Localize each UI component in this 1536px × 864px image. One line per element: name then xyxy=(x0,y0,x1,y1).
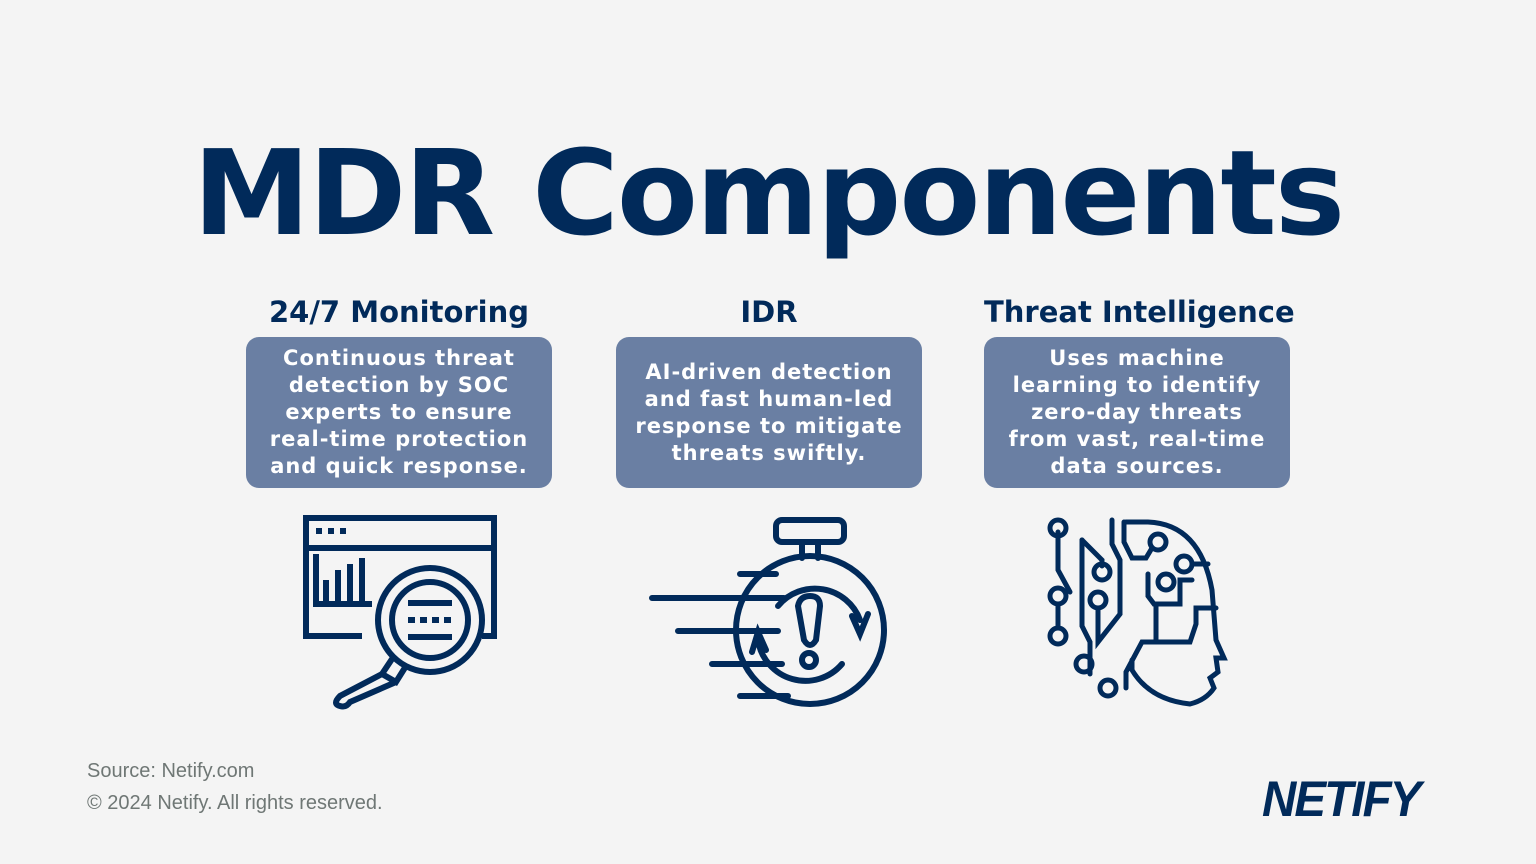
component-description: Uses machine learning to identify zero-d… xyxy=(984,337,1290,488)
component-idr: IDR AI-driven detection and fast human-l… xyxy=(616,292,922,488)
copyright-text: © 2024 Netify. All rights reserved. xyxy=(87,792,383,814)
stopwatch-alert-icon xyxy=(649,517,887,707)
ai-head-circuit-icon xyxy=(1047,517,1228,707)
netify-logo: NETIFY xyxy=(1262,771,1421,827)
component-threat-intelligence: Threat Intelligence Uses machine learnin… xyxy=(984,292,1295,488)
page-title: MDR Components xyxy=(192,124,1345,262)
component-monitoring: 24/7 Monitoring Continuous threat detect… xyxy=(246,292,552,488)
component-description: Continuous threat detection by SOC exper… xyxy=(246,337,552,488)
magnifier-dashboard-icon xyxy=(303,515,497,710)
component-heading: Threat Intelligence xyxy=(984,295,1295,329)
source-text: Source: Netify.com xyxy=(87,760,255,782)
component-heading: 24/7 Monitoring xyxy=(268,295,530,329)
component-description: AI-driven detection and fast human-led r… xyxy=(616,337,922,488)
component-heading: IDR xyxy=(740,295,798,329)
